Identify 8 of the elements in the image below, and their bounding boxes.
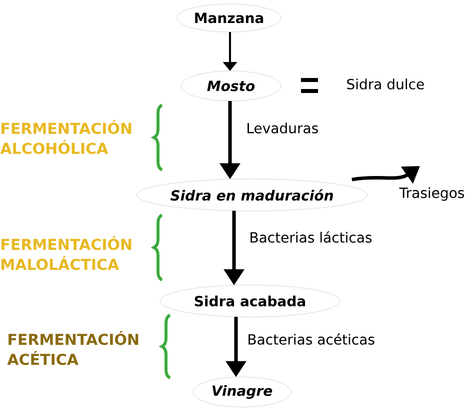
stage-label: FERMENTACIÓN ACÉTICA	[7, 330, 138, 366]
label-text: Trasiegos	[399, 187, 464, 201]
label-text: Sidra dulce	[347, 78, 424, 90]
stage-label: FERMENTACIÓN MALOLÁCTICA	[2, 236, 132, 270]
edge-label: Bacterias acéticas	[248, 333, 374, 345]
stage-label: FERMENTACIÓN ALCOHÓLICA	[0, 120, 132, 154]
edge-label: Levaduras	[248, 122, 318, 134]
edge-label: Bacterias lácticas	[250, 231, 372, 243]
